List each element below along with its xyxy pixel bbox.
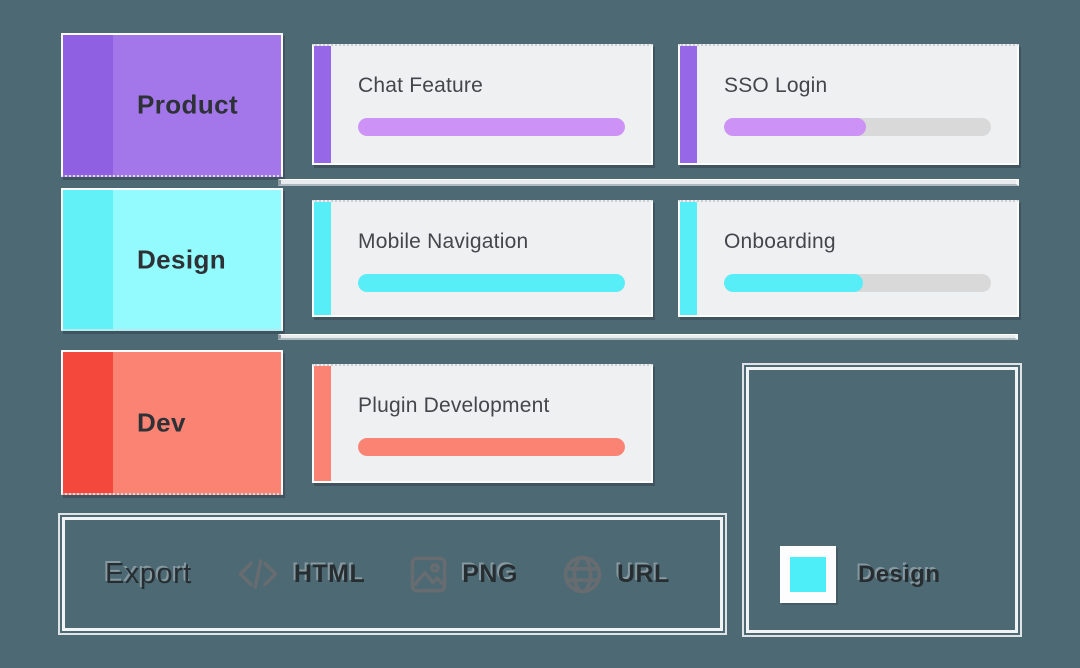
legend-label: Design bbox=[858, 560, 941, 588]
lane-separator bbox=[278, 179, 1019, 186]
legend-item-design[interactable]: Design bbox=[780, 546, 940, 603]
task-title: Onboarding bbox=[724, 230, 836, 253]
lane-label: Product bbox=[137, 89, 239, 120]
export-option-url[interactable]: URL bbox=[560, 552, 670, 597]
task-title: Mobile Navigation bbox=[358, 230, 529, 253]
task-title: Plugin Development bbox=[358, 394, 550, 417]
progress-bar-fill bbox=[358, 118, 625, 136]
task-title: SSO Login bbox=[724, 74, 828, 97]
lane-strip bbox=[63, 35, 113, 175]
image-icon bbox=[407, 553, 450, 596]
lane-label: Design bbox=[137, 244, 227, 274]
lane-card-dev[interactable]: Dev bbox=[61, 350, 283, 495]
task-accent-strip bbox=[314, 46, 331, 163]
lane-separator bbox=[278, 334, 1018, 340]
lane-strip bbox=[63, 190, 113, 329]
code-icon bbox=[234, 553, 282, 595]
task-title: Chat Feature bbox=[358, 74, 483, 97]
progress-bar-fill bbox=[724, 274, 863, 292]
task-card-sso-login[interactable]: SSO Login bbox=[678, 44, 1019, 165]
progress-bar-track bbox=[724, 118, 991, 136]
export-option-label: PNG bbox=[462, 559, 518, 588]
lane-label: Dev bbox=[137, 407, 186, 437]
progress-bar-track bbox=[358, 274, 625, 292]
legend-card: Design bbox=[746, 367, 1018, 633]
progress-bar-track bbox=[358, 438, 625, 456]
task-accent-strip bbox=[314, 202, 331, 315]
progress-bar-track bbox=[724, 274, 991, 292]
lane-card-product[interactable]: Product bbox=[61, 33, 283, 177]
progress-bar-fill bbox=[358, 274, 625, 292]
export-title: Export bbox=[105, 557, 192, 590]
export-option-html[interactable]: HTML bbox=[234, 553, 365, 595]
task-accent-strip bbox=[680, 202, 697, 315]
task-card-mobile-navigation[interactable]: Mobile Navigation bbox=[312, 200, 653, 317]
globe-icon bbox=[560, 552, 605, 597]
legend-swatch-color bbox=[790, 557, 826, 592]
task-card-onboarding[interactable]: Onboarding bbox=[678, 200, 1019, 317]
export-option-label: URL bbox=[616, 559, 670, 588]
task-accent-strip bbox=[680, 46, 697, 163]
progress-bar-track bbox=[358, 118, 625, 136]
progress-bar-fill bbox=[358, 438, 625, 456]
progress-bar-fill bbox=[724, 118, 866, 136]
task-card-plugin-development[interactable]: Plugin Development bbox=[312, 364, 653, 483]
export-option-png[interactable]: PNG bbox=[407, 553, 518, 596]
legend-swatch bbox=[780, 546, 836, 603]
export-toolbar: Export HTML PNG bbox=[62, 517, 723, 631]
lane-card-design[interactable]: Design bbox=[61, 188, 283, 331]
lane-strip bbox=[63, 352, 113, 493]
task-accent-strip bbox=[314, 366, 331, 481]
export-option-label: HTML bbox=[293, 559, 366, 588]
task-card-chat-feature[interactable]: Chat Feature bbox=[312, 44, 653, 165]
